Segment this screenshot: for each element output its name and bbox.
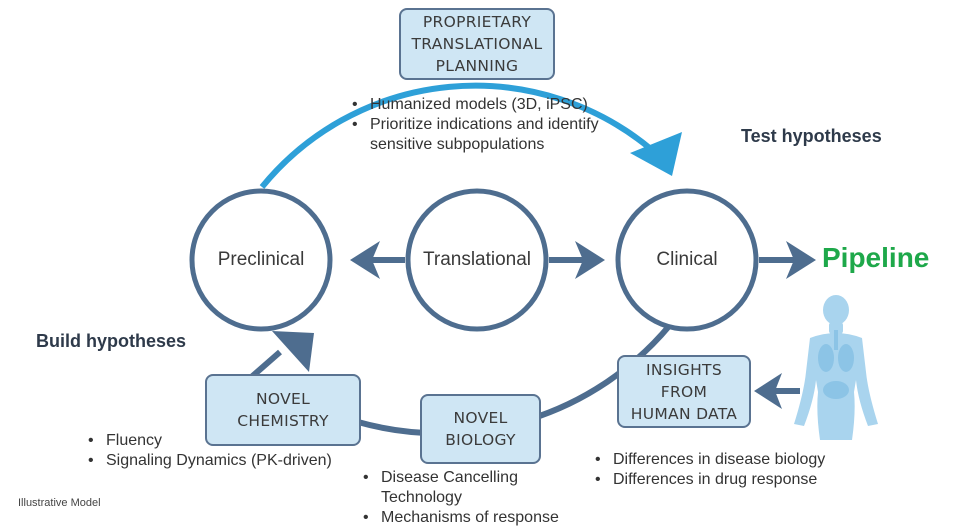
preclinical-circle [189,188,333,332]
planning-bullet-1: Humanized models (3D, iPSC) [348,95,648,115]
chemistry-box-line-2: CHEMISTRY [237,412,329,430]
test-hypotheses-heading: Test hypotheses [741,126,882,146]
planning-box-line-2: TRANSLATIONAL [411,35,543,53]
human-to-insights-arrowhead [754,373,782,409]
planning-box-line-1: PROPRIETARY [422,13,532,31]
to-clinical-arrowhead [575,241,605,279]
insights-bullet-1: Differences in disease biology [591,450,891,470]
insights-from-human-data-box: INSIGHTS FROM HUMAN DATA [617,355,751,428]
top-arc-arrowhead [630,132,682,176]
insights-box-line-3: HUMAN DATA [630,404,738,423]
biology-box-line-2: BIOLOGY [445,431,516,449]
to-preclinical-arrowhead [350,241,380,279]
biology-bullet-2: Mechanisms of response [359,508,559,527]
illustrative-model-footnote: Illustrative Model [18,497,101,509]
clinical-circle [615,188,759,332]
insights-box-line-2: FROM [660,382,708,401]
chemistry-bullets: Fluency Signaling Dynamics (PK-driven) [84,431,384,471]
chemistry-box-line-1: NOVEL [255,390,311,408]
insights-box-line-1: INSIGHTS [646,360,722,379]
build-hypotheses-heading: Build hypotheses [36,331,187,351]
novel-biology-box: NOVEL BIOLOGY [420,394,541,464]
chemistry-bullet-2: Signaling Dynamics (PK-driven) [84,451,384,471]
insights-bullet-2: Differences in drug response [591,470,891,490]
translational-circle [405,188,549,332]
planning-bullets: Humanized models (3D, iPSC) Prioritize i… [348,95,648,155]
clinical-label: Clinical [656,249,718,270]
human-body-icon [794,295,878,440]
chemistry-bullet-1: Fluency [84,431,384,451]
biology-box-line-1: NOVEL [453,409,508,427]
to-pipeline-arrowhead [786,241,816,279]
proprietary-translational-planning-box: PROPRIETARY TRANSLATIONAL PLANNING [399,8,555,80]
pipeline-label: Pipeline [822,242,930,273]
preclinical-label: Preclinical [217,249,305,270]
chemistry-to-preclinical-arrowhead [272,331,314,372]
biology-bullets: Disease Cancelling Technology Mechanisms… [359,468,559,527]
biology-bullet-1: Disease Cancelling Technology [359,468,559,508]
translational-label: Translational [422,249,532,270]
insights-bullets: Differences in disease biology Differenc… [591,450,891,490]
planning-bullet-2: Prioritize indications and identify sens… [348,115,648,155]
planning-box-line-3: PLANNING [435,57,519,75]
